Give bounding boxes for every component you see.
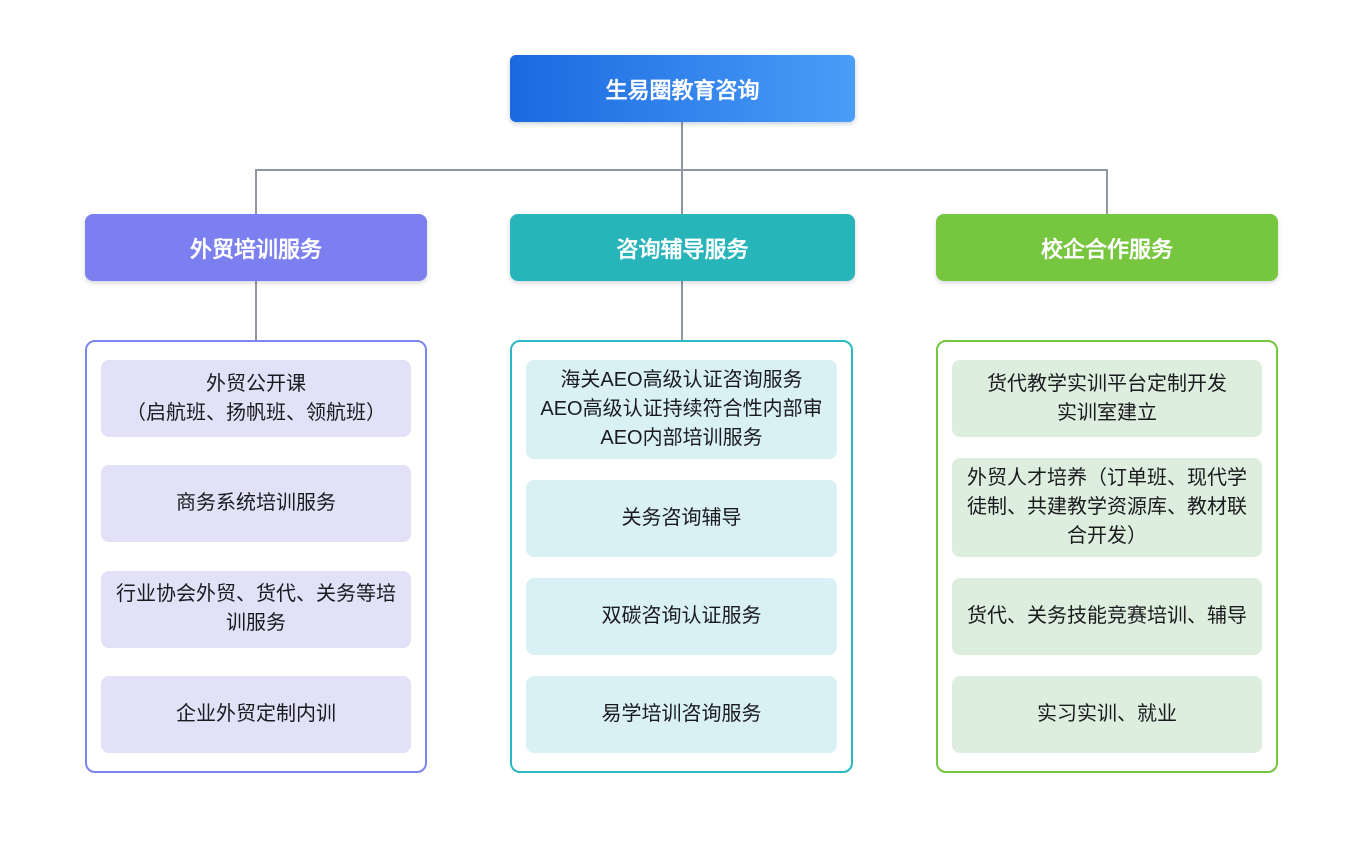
connector-branch2-to-container: [681, 281, 683, 340]
branch-header-school-enterprise-cooperation[interactable]: 校企合作服务: [936, 214, 1278, 281]
connector-branch1-to-container: [255, 281, 257, 340]
branch1-items-container: 外贸公开课 （启航班、扬帆班、领航班） 商务系统培训服务 行业协会外贸、货代、关…: [85, 340, 427, 773]
branch-header-label: 外贸培训服务: [189, 236, 322, 262]
root-node-label: 生易圈教育咨询: [605, 77, 760, 103]
branch2-item-3[interactable]: 双碳咨询认证服务: [526, 578, 837, 655]
connector-horizontal: [255, 169, 1107, 171]
branch3-item-1[interactable]: 货代教学实训平台定制开发 实训室建立: [952, 360, 1262, 437]
branch-header-foreign-trade-training[interactable]: 外贸培训服务: [85, 214, 427, 281]
branch-header-label: 咨询辅导服务: [616, 236, 749, 262]
branch3-items-container: 货代教学实训平台定制开发 实训室建立 外贸人才培养（订单班、现代学徒制、共建教学…: [936, 340, 1278, 773]
branch3-item-3[interactable]: 货代、关务技能竞赛培训、辅导: [952, 578, 1262, 655]
branch1-item-3[interactable]: 行业协会外贸、货代、关务等培训服务: [101, 570, 411, 648]
branch3-item-4[interactable]: 实习实训、就业: [952, 676, 1262, 753]
branch2-item-1[interactable]: 海关AEO高级认证咨询服务 AEO高级认证持续符合性内部审 AEO内部培训服务: [526, 360, 837, 459]
branch2-item-4[interactable]: 易学培训咨询服务: [526, 676, 837, 753]
connector-drop-branch1: [255, 169, 257, 215]
branch-header-label: 校企合作服务: [1040, 236, 1173, 262]
root-node[interactable]: 生易圈教育咨询: [510, 55, 855, 122]
branch3-item-2[interactable]: 外贸人才培养（订单班、现代学徒制、共建教学资源库、教材联合开发）: [952, 458, 1262, 557]
connector-drop-branch3: [1106, 169, 1108, 215]
branch2-item-2[interactable]: 关务咨询辅导: [526, 480, 837, 557]
branch1-item-1[interactable]: 外贸公开课 （启航班、扬帆班、领航班）: [101, 360, 411, 437]
branch-header-consulting-coaching[interactable]: 咨询辅导服务: [510, 214, 855, 281]
branch2-items-container: 海关AEO高级认证咨询服务 AEO高级认证持续符合性内部审 AEO内部培训服务 …: [510, 340, 853, 773]
branch1-item-4[interactable]: 企业外贸定制内训: [101, 675, 411, 753]
branch1-item-2[interactable]: 商务系统培训服务: [101, 465, 411, 543]
connector-root-to-center: [681, 122, 683, 214]
